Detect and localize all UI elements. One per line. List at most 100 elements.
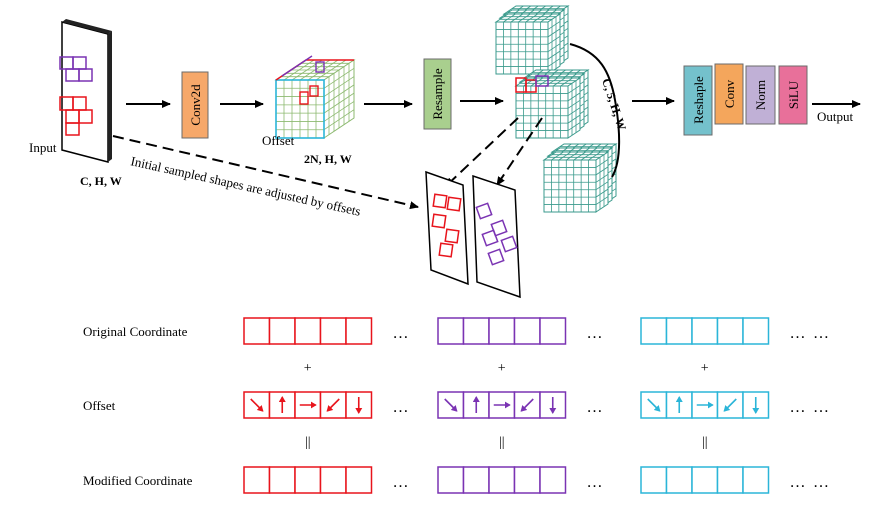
cube-front bbox=[495, 21, 549, 75]
grid-line bbox=[547, 58, 561, 67]
grid-line bbox=[567, 99, 581, 109]
grid-line bbox=[573, 151, 586, 161]
grid-line bbox=[595, 159, 609, 168]
coordinate-group bbox=[243, 466, 373, 494]
coordinate-group bbox=[243, 317, 373, 345]
norm-label: Norm bbox=[753, 80, 768, 110]
stack-purple-patch bbox=[535, 75, 549, 87]
coordinate-cell bbox=[319, 317, 347, 345]
ellipsis: … bbox=[790, 474, 806, 491]
dashed-arrow-input-to-planes bbox=[112, 135, 419, 210]
plus-sign: + bbox=[304, 361, 312, 376]
coordinate-cell bbox=[640, 466, 668, 494]
coordinate-group bbox=[437, 317, 567, 345]
stack-layer bbox=[494, 13, 562, 75]
coordinate-cell bbox=[665, 466, 693, 494]
coordinate-cell bbox=[742, 466, 770, 494]
conv-block bbox=[714, 63, 744, 125]
grid-line bbox=[567, 107, 581, 117]
coordinate-cell bbox=[513, 317, 541, 345]
offset-arrow bbox=[723, 398, 737, 412]
grid-line bbox=[558, 151, 572, 161]
coordinate-cell bbox=[539, 466, 567, 494]
plus-sign: + bbox=[498, 361, 506, 376]
conv-label: Conv bbox=[722, 79, 737, 108]
plus-sign: + bbox=[701, 361, 709, 376]
input-dims-label: C, H, W bbox=[80, 174, 122, 188]
output-label: Output bbox=[817, 109, 854, 124]
stack-layer bbox=[514, 77, 582, 139]
grid-line bbox=[595, 188, 609, 198]
ellipsis: … bbox=[587, 474, 603, 491]
row-label: Original Coordinate bbox=[83, 324, 188, 339]
norm-block bbox=[745, 65, 776, 125]
grid-line bbox=[567, 114, 581, 124]
ellipsis: … bbox=[813, 325, 829, 342]
offset-purple-cell bbox=[315, 61, 325, 73]
equals-sign: || bbox=[702, 435, 708, 450]
offset-arrow bbox=[647, 398, 661, 412]
ellipsis: … bbox=[393, 325, 409, 342]
grid-line bbox=[588, 151, 601, 161]
grid-line bbox=[547, 50, 561, 60]
coordinate-cell bbox=[691, 317, 719, 345]
coordinate-cell bbox=[691, 466, 719, 494]
coordinate-cell bbox=[640, 391, 668, 419]
grid-line bbox=[547, 21, 561, 30]
coordinate-group bbox=[437, 391, 567, 419]
sampled-stack-middle bbox=[514, 69, 590, 139]
input-purple-shape bbox=[59, 56, 93, 82]
grid-line bbox=[518, 13, 531, 23]
coordinate-cell bbox=[437, 317, 465, 345]
row-label: Offset bbox=[83, 398, 116, 413]
dashed-arrow-stack-to-purple-plane bbox=[496, 117, 543, 186]
cube-front bbox=[543, 159, 597, 213]
coordinate-group bbox=[640, 466, 770, 494]
coordinate-group bbox=[640, 317, 770, 345]
offset-arrow bbox=[326, 398, 340, 412]
offset-dims-label: 2N, H, W bbox=[304, 152, 352, 166]
ellipsis: … bbox=[813, 399, 829, 416]
coordinate-cell bbox=[345, 466, 373, 494]
grid-line bbox=[525, 13, 538, 23]
coordinate-cell bbox=[539, 317, 567, 345]
ellipsis: … bbox=[790, 325, 806, 342]
ellipsis: … bbox=[587, 399, 603, 416]
sampling-plane-purple bbox=[472, 174, 521, 299]
coordinate-cell bbox=[462, 317, 490, 345]
dashed-arrow-stack-to-red-plane bbox=[445, 117, 519, 187]
reshape-label: Reshaple bbox=[691, 76, 706, 124]
grid-line bbox=[595, 196, 609, 205]
coordinate-cell bbox=[742, 317, 770, 345]
input-label: Input bbox=[29, 140, 57, 155]
stack-layer bbox=[542, 151, 610, 213]
coordinate-cell bbox=[437, 466, 465, 494]
grid-line bbox=[567, 85, 581, 94]
coordinate-group bbox=[640, 391, 770, 419]
grid-line bbox=[551, 151, 564, 161]
grid-line bbox=[595, 173, 609, 183]
offset-purple-top bbox=[281, 55, 313, 77]
grid-line bbox=[510, 13, 524, 23]
offset-arrow bbox=[520, 398, 534, 412]
coordinate-cell bbox=[716, 317, 744, 345]
grid-line bbox=[552, 77, 566, 87]
coordinate-cell bbox=[488, 317, 516, 345]
ellipsis: … bbox=[790, 399, 806, 416]
coordinate-cell bbox=[319, 466, 347, 494]
reshape-block bbox=[683, 65, 713, 136]
coordinate-cell bbox=[513, 466, 541, 494]
conv2d-label: Conv2d bbox=[188, 84, 203, 126]
conv2d-block bbox=[181, 71, 209, 139]
coordinate-cell bbox=[294, 466, 322, 494]
equals-sign: || bbox=[305, 435, 311, 450]
ellipsis: … bbox=[813, 474, 829, 491]
input-feature-map bbox=[59, 19, 112, 163]
offset-arrow bbox=[250, 398, 264, 412]
ellipsis: … bbox=[587, 325, 603, 342]
stack-bracket bbox=[569, 43, 621, 178]
coordinate-rows: Original Coordinate………+++Offset………||||||… bbox=[83, 317, 829, 494]
sampling-plane-red bbox=[425, 170, 469, 286]
resample-label: Resample bbox=[430, 68, 445, 119]
